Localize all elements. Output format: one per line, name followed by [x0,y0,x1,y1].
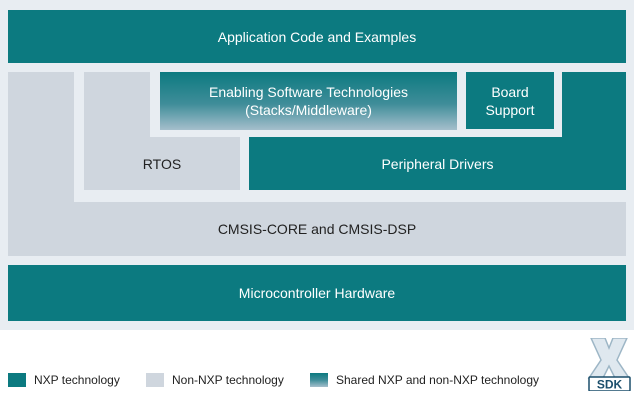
legend-swatch-shared [310,373,328,387]
legend-label-non-nxp: Non-NXP technology [172,373,284,387]
legend-swatch-nxp [8,373,26,387]
sdk-logo-text: SDK [597,378,623,392]
board-support-layer: Board Support [466,72,554,129]
rtos-layer-label: RTOS [142,155,182,172]
enabling-software-layer: Enabling Software Technologies (Stacks/M… [160,72,457,130]
board-support-label-line2: Support [485,101,535,118]
sdk-x-logo-icon: SDK [585,337,634,392]
legend-label-nxp: NXP technology [34,373,120,387]
application-layer: Application Code and Examples [8,10,626,63]
cmsis-layer-label: CMSIS-CORE and CMSIS-DSP [217,221,417,237]
application-layer-label: Application Code and Examples [217,28,417,45]
cmsis-layer-column [8,72,74,202]
enabling-software-label-line1: Enabling Software Technologies [209,84,408,100]
legend-item-shared: Shared NXP and non-NXP technology [310,373,539,387]
peripheral-drivers-label: Peripheral Drivers [381,155,494,172]
cmsis-layer: CMSIS-CORE and CMSIS-DSP [8,202,626,256]
legend-swatch-non-nxp [146,373,164,387]
legend-item-non-nxp: Non-NXP technology [146,373,284,387]
rtos-layer: RTOS [84,137,240,190]
hardware-layer: Microcontroller Hardware [8,265,626,321]
peripheral-drivers-layer: Peripheral Drivers [249,137,626,190]
hardware-layer-label: Microcontroller Hardware [238,285,396,301]
legend-label-shared: Shared NXP and non-NXP technology [336,373,540,387]
enabling-software-label-line2: (Stacks/Middleware) [245,102,372,118]
legend-item-nxp: NXP technology [8,373,120,387]
board-support-label-line1: Board [491,83,529,100]
